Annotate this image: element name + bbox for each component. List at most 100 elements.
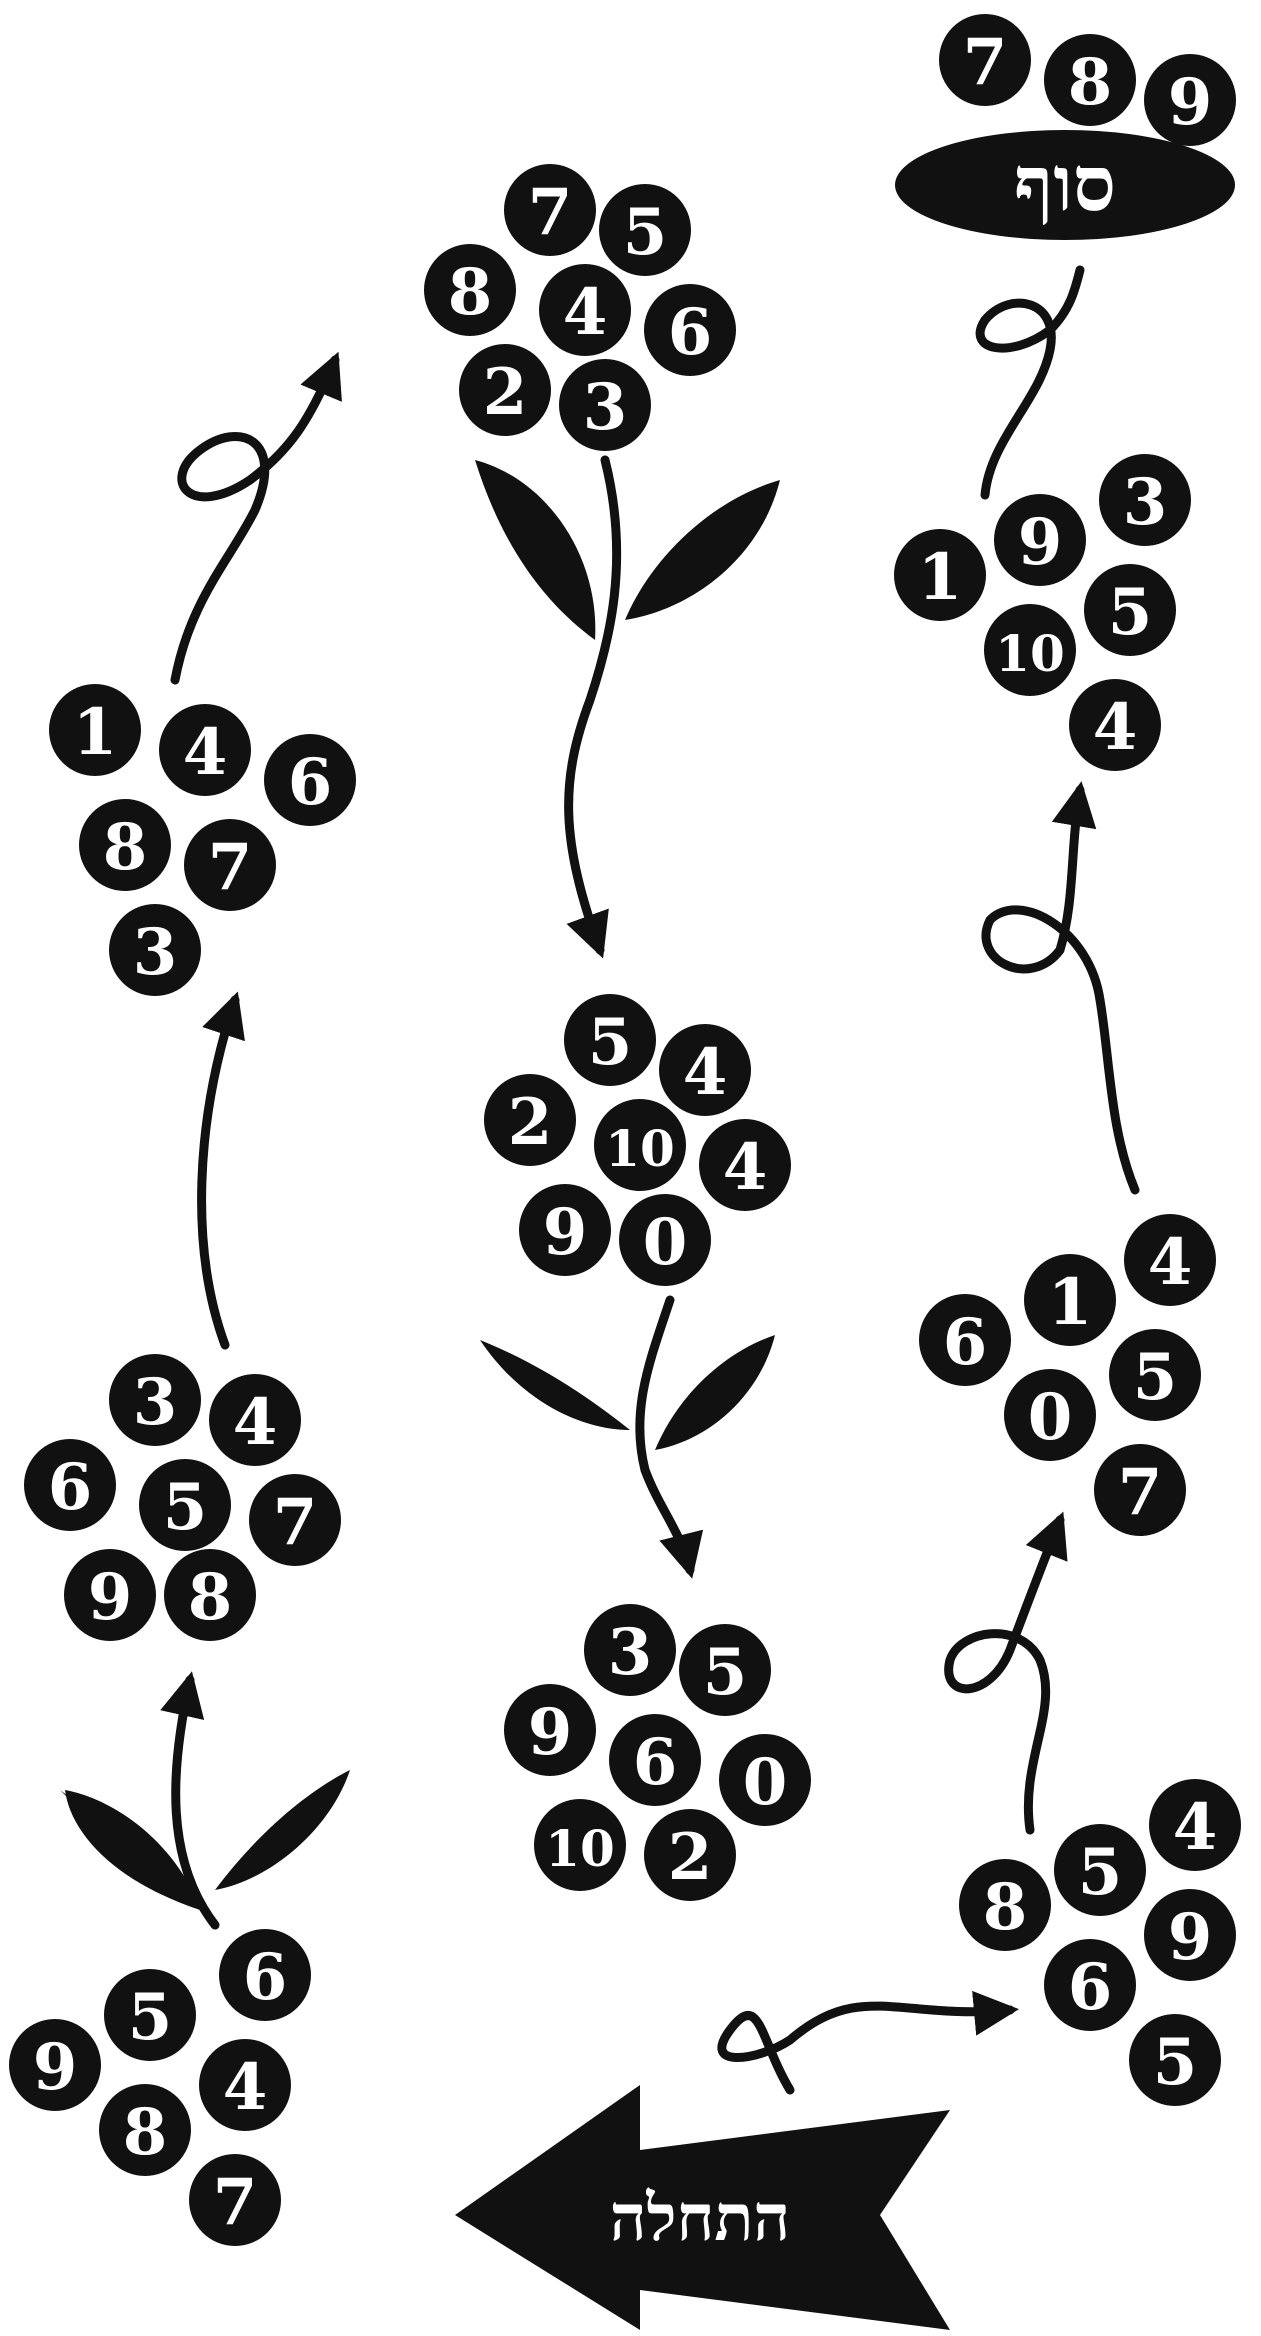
number-bubble[interactable]: 4 [209, 1374, 301, 1466]
number-bubble[interactable]: 10 [594, 1099, 686, 1191]
number-bubble[interactable]: 4 [1124, 1214, 1216, 1306]
number-bubble[interactable]: 7 [1094, 1444, 1186, 1536]
finish-numbers: 7 8 9 [939, 14, 1236, 146]
number-label: 7 [273, 1485, 318, 1560]
arrow-flower-2-to-3 [202, 1000, 235, 1345]
finish-number: 8 [1044, 34, 1136, 126]
number-bubble[interactable]: 3 [559, 359, 651, 451]
number-bubble[interactable]: 5 [599, 184, 691, 276]
number-label: 6 [633, 1725, 678, 1800]
number-label: 9 [543, 1195, 588, 1270]
number-bubble[interactable]: 3 [109, 904, 201, 996]
number-bubble[interactable]: 5 [564, 994, 656, 1086]
number-bubble[interactable]: 5 [1084, 564, 1176, 656]
number-bubble[interactable]: 6 [24, 1439, 116, 1531]
number-bubble[interactable]: 0 [719, 1734, 811, 1826]
number-bubble[interactable]: 9 [504, 1684, 596, 1776]
number-label: 4 [563, 275, 608, 350]
number-bubble[interactable]: 2 [484, 1074, 576, 1166]
number-label: 9 [528, 1695, 573, 1770]
arrow-flower-9-to-end [980, 270, 1080, 495]
number-bubble[interactable]: 6 [644, 284, 736, 376]
arrow-flower-4-to-5 [569, 460, 617, 950]
number-bubble[interactable]: 0 [619, 1194, 711, 1286]
number-bubble[interactable]: 9 [1144, 1889, 1236, 1981]
number-bubble[interactable]: 4 [1149, 1779, 1241, 1871]
number-label: 6 [668, 295, 713, 370]
number-bubble[interactable]: 1 [1024, 1254, 1116, 1346]
flower-9: 3 1 9 5 10 4 [894, 454, 1191, 771]
number-bubble[interactable]: 4 [699, 1119, 791, 1211]
number-label: 1 [1048, 1265, 1093, 1340]
arrow-flower-8-to-9 [986, 790, 1135, 1190]
end-label: סוף [1014, 139, 1116, 228]
number-bubble[interactable]: 7 [184, 819, 276, 911]
number-label: 9 [33, 2030, 78, 2105]
number-label: 6 [288, 745, 333, 820]
number-bubble[interactable]: 1 [894, 529, 986, 621]
number-bubble[interactable]: 0 [1004, 1369, 1096, 1461]
number-bubble[interactable]: 4 [539, 264, 631, 356]
number-bubble[interactable]: 8 [424, 244, 516, 336]
number-bubble[interactable]: 6 [609, 1714, 701, 1806]
number-bubble[interactable]: 8 [79, 799, 171, 891]
number-bubble[interactable]: 2 [644, 1809, 736, 1901]
arrow-to-flower-7 [722, 2006, 1010, 2090]
number-bubble[interactable]: 7 [189, 2154, 281, 2246]
number-label: 10 [605, 1119, 675, 1178]
number-bubble[interactable]: 9 [64, 1549, 156, 1641]
flower-7: 4 8 5 9 6 5 [959, 1779, 1241, 2106]
number-bubble[interactable]: 6 [219, 1929, 311, 2021]
number-bubble[interactable]: 5 [104, 1969, 196, 2061]
number-bubble[interactable]: 8 [959, 1859, 1051, 1951]
number-label: 5 [128, 1980, 173, 2055]
number-bubble[interactable]: 7 [249, 1474, 341, 1566]
number-bubble[interactable]: 9 [994, 494, 1086, 586]
number-label: 2 [508, 1085, 553, 1160]
number-bubble[interactable]: 5 [139, 1459, 231, 1551]
number-bubble[interactable]: 8 [99, 2084, 191, 2176]
number-bubble[interactable]: 5 [679, 1624, 771, 1716]
number-bubble[interactable]: 7 [504, 164, 596, 256]
number-bubble[interactable]: 4 [1069, 679, 1161, 771]
number-label: 0 [1028, 1380, 1073, 1455]
number-label: 6 [943, 1305, 988, 1380]
flower-2: 3 4 6 5 7 9 8 [24, 1354, 341, 1641]
number-label: 4 [1173, 1790, 1218, 1865]
number-label: 10 [995, 624, 1065, 683]
number-label: 8 [1068, 45, 1113, 120]
number-label: 6 [1068, 1950, 1113, 2025]
number-bubble[interactable]: 4 [659, 1024, 751, 1116]
number-bubble[interactable]: 8 [164, 1549, 256, 1641]
number-bubble[interactable]: 10 [984, 604, 1076, 696]
number-bubble[interactable]: 10 [534, 1799, 626, 1891]
flower-8: 4 1 6 5 0 7 [919, 1214, 1216, 1536]
number-bubble[interactable]: 5 [1129, 2014, 1221, 2106]
number-bubble[interactable]: 6 [264, 734, 356, 826]
number-label: 3 [133, 915, 178, 990]
number-bubble[interactable]: 4 [199, 2039, 291, 2131]
number-bubble[interactable]: 6 [1044, 1939, 1136, 2031]
start-label: התחלה [610, 2181, 790, 2256]
number-bubble[interactable]: 9 [519, 1184, 611, 1276]
number-bubble[interactable]: 5 [1054, 1824, 1146, 1916]
number-label: 3 [1123, 465, 1168, 540]
number-bubble[interactable]: 3 [1099, 454, 1191, 546]
number-bubble[interactable]: 5 [1109, 1329, 1201, 1421]
number-label: 7 [213, 2165, 258, 2240]
number-bubble[interactable]: 2 [459, 344, 551, 436]
number-bubble[interactable]: 4 [159, 704, 251, 796]
number-bubble[interactable]: 1 [49, 684, 141, 776]
number-bubble[interactable]: 3 [584, 1604, 676, 1696]
number-label: 3 [608, 1615, 653, 1690]
number-bubble[interactable]: 9 [9, 2019, 101, 2111]
number-label: 4 [1148, 1225, 1193, 1300]
number-bubble[interactable]: 3 [109, 1354, 201, 1446]
number-label: 6 [243, 1940, 288, 2015]
number-bubble[interactable]: 6 [919, 1294, 1011, 1386]
number-label: 5 [703, 1635, 748, 1710]
number-label: 5 [1078, 1835, 1123, 1910]
number-label: 8 [123, 2095, 168, 2170]
start-arrow: התחלה [455, 2085, 950, 2330]
flower-4: 7 5 8 4 6 2 3 [424, 164, 736, 451]
